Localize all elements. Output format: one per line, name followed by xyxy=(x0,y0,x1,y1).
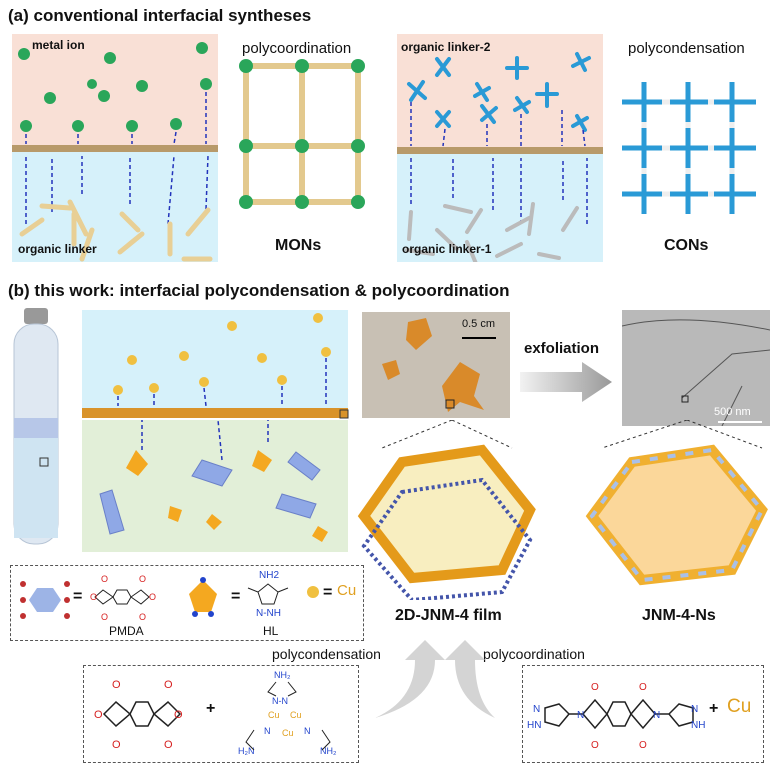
pmda-model-icon xyxy=(20,581,70,619)
svg-text:O: O xyxy=(101,612,108,622)
sem-image: 500 nm xyxy=(621,310,771,427)
con-interface-scheme xyxy=(397,34,603,262)
con-grid-diagram xyxy=(622,82,756,214)
photo-scale-bar-label: 0.5 cm xyxy=(462,318,496,330)
nanosheet-label: JNM-4-Ns xyxy=(642,607,716,624)
svg-text:NH: NH xyxy=(691,720,705,731)
metal-ion-label: metal ion xyxy=(32,38,85,52)
plus-sign: + xyxy=(206,700,216,717)
polycoordination-reactants-box: O O O O N N N HN N NH + Cu xyxy=(522,665,764,763)
svg-text:Cu: Cu xyxy=(282,728,294,738)
mons-label: MONs xyxy=(275,237,322,254)
panel-a-title: (a) conventional interfacial syntheses xyxy=(8,6,312,25)
svg-text:O: O xyxy=(94,709,103,721)
nnh-label: N-NH xyxy=(256,608,281,619)
nh2-label: NH2 xyxy=(259,570,280,581)
svg-text:O: O xyxy=(112,739,121,751)
svg-text:N: N xyxy=(304,726,311,736)
exfoliation-arrow-icon xyxy=(520,362,612,402)
cu-legend-label: Cu xyxy=(337,582,357,599)
svg-text:NH₂: NH₂ xyxy=(274,670,291,680)
organic-linker-2-label: organic linker-2 xyxy=(401,40,491,54)
film-label: 2D-JNM-4 film xyxy=(395,607,502,624)
hexagon-structures xyxy=(357,420,768,600)
polycoordination-label-a: polycoordination xyxy=(242,40,352,57)
pmda-label: PMDA xyxy=(109,624,144,638)
hl-label: HL xyxy=(263,624,279,638)
svg-text:O: O xyxy=(639,682,647,693)
svg-text:O: O xyxy=(112,679,121,691)
test-tube-icon xyxy=(13,308,59,545)
hl-structure xyxy=(247,583,289,605)
organic-linker-1-label: organic linker-1 xyxy=(402,242,492,256)
polycoordination-route-label: polycoordination xyxy=(483,646,585,662)
svg-text:O: O xyxy=(90,592,97,602)
svg-text:O: O xyxy=(639,740,647,751)
svg-text:HN: HN xyxy=(527,720,541,731)
mon-interface-scheme xyxy=(12,34,218,262)
svg-text:Cu: Cu xyxy=(268,710,280,720)
curved-arrows-icon xyxy=(375,640,495,718)
equals-sign: = xyxy=(231,588,241,605)
svg-text:O: O xyxy=(149,592,156,602)
organic-linker-label: organic linker xyxy=(18,242,97,256)
bis-pyrazole-imide-structure: O O O O N N N HN N NH xyxy=(527,682,705,751)
equals-sign: = xyxy=(323,584,333,601)
cons-label: CONs xyxy=(664,237,709,254)
svg-text:NH₂: NH₂ xyxy=(320,746,337,756)
svg-text:N: N xyxy=(577,710,584,721)
svg-text:O: O xyxy=(164,739,173,751)
svg-text:O: O xyxy=(101,574,108,584)
polycondensation-label-a: polycondensation xyxy=(628,40,745,57)
panel-b-title: (b) this work: interfacial polycondensat… xyxy=(8,281,510,300)
film-photo: 0.5 cm xyxy=(362,312,510,418)
svg-text:N-N: N-N xyxy=(272,696,288,706)
sem-nanosheet-edges xyxy=(621,319,771,427)
svg-text:Cu: Cu xyxy=(290,710,302,720)
svg-text:N: N xyxy=(533,704,540,715)
plus-sign: + xyxy=(709,700,719,717)
svg-text:N: N xyxy=(264,726,271,736)
polycondensation-route-label: polycondensation xyxy=(272,646,381,662)
exfoliation-label: exfoliation xyxy=(524,340,600,357)
mon-grid-diagram xyxy=(239,59,365,209)
svg-text:O: O xyxy=(139,574,146,584)
hl-model-icon xyxy=(189,577,217,617)
svg-text:O: O xyxy=(164,679,173,691)
interfacial-synthesis-scheme xyxy=(82,310,349,552)
svg-text:O: O xyxy=(139,612,146,622)
svg-text:N: N xyxy=(653,710,660,721)
svg-text:N: N xyxy=(691,704,698,715)
pmda-reactant-structure: O O O O O O xyxy=(94,679,183,751)
cu-sphere-icon xyxy=(307,586,319,598)
svg-text:O: O xyxy=(591,682,599,693)
svg-text:O: O xyxy=(591,740,599,751)
svg-text:H₂N: H₂N xyxy=(238,746,255,756)
sem-scale-bar-label: 500 nm xyxy=(714,406,751,418)
cu-reactant-label: Cu xyxy=(727,696,752,717)
svg-text:O: O xyxy=(174,709,183,721)
equals-sign: = xyxy=(73,588,83,605)
film-flakes xyxy=(382,318,496,412)
